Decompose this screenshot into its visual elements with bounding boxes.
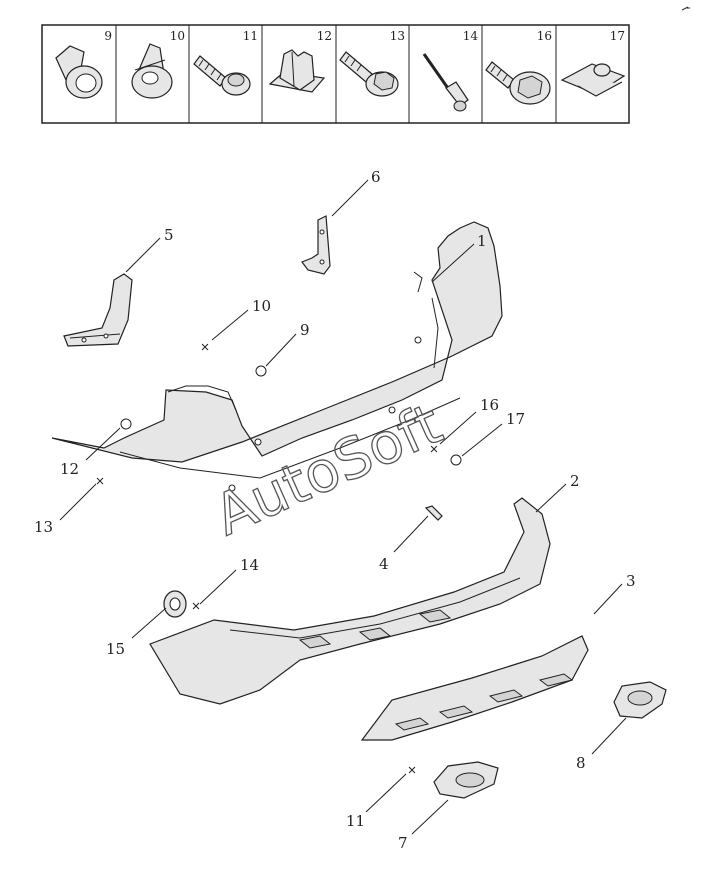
- blind-rivet-icon: [422, 53, 469, 112]
- cell-number: 16: [537, 29, 552, 43]
- callout-16: 16: [480, 396, 499, 414]
- callout-12: 12: [60, 460, 79, 478]
- cell-number: 10: [170, 29, 185, 43]
- clip-part-4: [424, 505, 443, 521]
- callout-2: 2: [570, 472, 580, 490]
- cell-number: 17: [610, 29, 625, 43]
- bumper-lower-panel-part-2: [149, 497, 551, 705]
- flange-screw-icon: [339, 51, 399, 97]
- callout-13: 13: [34, 518, 53, 536]
- clip-12-marker: [120, 418, 132, 430]
- callout-9: 9: [300, 321, 310, 339]
- callout-4: 4: [379, 555, 389, 573]
- push-clip-icon: [55, 45, 103, 99]
- screw-16-marker: [430, 445, 438, 453]
- speed-nut-icon: [560, 63, 626, 97]
- screw-10-marker: [201, 343, 209, 351]
- leader-lines: [59, 179, 627, 835]
- rear-bumper-cover-part-1: [51, 221, 503, 492]
- callout-11: 11: [346, 812, 365, 830]
- callout-14: 14: [240, 556, 259, 574]
- rivet-14-marker: [192, 602, 200, 610]
- cell-number: 11: [243, 29, 258, 43]
- fastener-strip: 9 10 11 12 13 14 16 17: [41, 24, 630, 124]
- cell-number: 9: [104, 29, 112, 43]
- cell-number: 14: [463, 29, 479, 43]
- bracket-part-6: [301, 215, 331, 275]
- rear-diffuser-part-3: [360, 635, 589, 741]
- nut-17-marker: [450, 454, 462, 466]
- callout-labels: 1 2 3 4 5 6 7 8 9 10 11 12 13 14 15 16 1…: [34, 168, 636, 852]
- tapping-screw-icon: [193, 55, 251, 96]
- callout-7: 7: [398, 834, 408, 852]
- expansion-rivet-icon: [131, 43, 173, 99]
- callout-6: 6: [371, 168, 381, 186]
- callout-8: 8: [576, 754, 586, 772]
- reflector-part-7: [433, 761, 499, 799]
- screw-11-marker: [408, 766, 416, 774]
- callout-17: 17: [506, 410, 525, 428]
- corner-mark: [681, 6, 690, 11]
- cell-number: 13: [390, 29, 405, 43]
- callout-3: 3: [626, 572, 636, 590]
- clip-nut-icon: [268, 49, 326, 93]
- callout-15: 15: [106, 640, 125, 658]
- screw-13-marker: [96, 477, 104, 485]
- clip-9-marker: [255, 365, 267, 377]
- cell-number: 12: [317, 29, 332, 43]
- washer-part-15: [163, 590, 187, 618]
- washer-screw-icon: [485, 61, 551, 105]
- bracket-part-5: [63, 273, 133, 347]
- scene-fasteners: [96, 343, 462, 774]
- callout-1: 1: [477, 232, 487, 250]
- callout-10: 10: [252, 297, 271, 315]
- callout-5: 5: [164, 226, 174, 244]
- reflector-part-8: [613, 681, 667, 719]
